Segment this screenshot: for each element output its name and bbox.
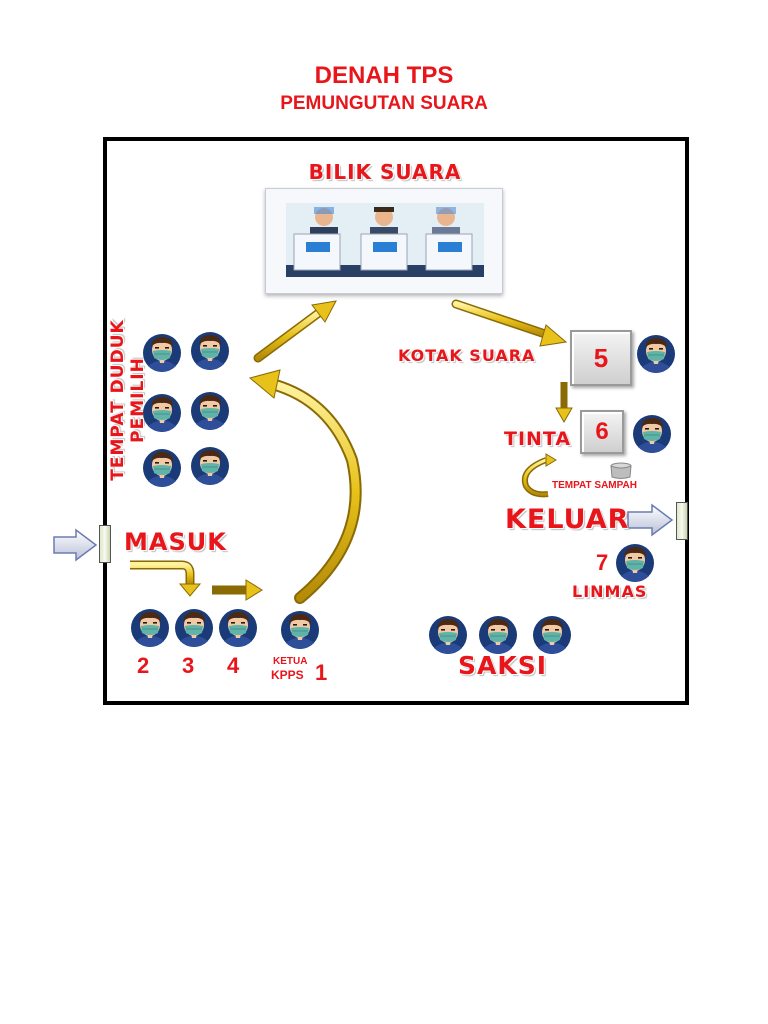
ketua-label: KETUA [273,656,308,667]
arrow-icon [522,453,557,498]
kpps-3-number: 3 [182,653,195,678]
arrow-icon [451,299,568,347]
saksi-label: SAKSI [458,651,548,680]
arrow-icon [555,382,573,424]
kpps-label: KPPS [271,668,304,682]
arrow-icon [212,579,263,601]
arrow-icon [130,560,202,597]
tinta-label: TINTA [504,428,572,450]
ketua-number: 1 [315,660,328,685]
voting-booth-image [265,188,503,294]
keluar-label: KELUAR [505,504,630,535]
kotak-suara-label: KOTAK SUARA [398,346,536,365]
kpps-2-number: 2 [137,653,150,678]
trash-bin-icon [610,462,632,479]
arrow-icon [253,300,337,363]
exit-arrow-icon [627,503,674,537]
arrow-icon [248,369,362,604]
kpps-4-number: 4 [227,653,240,678]
ballot-box-icon: 5 [570,330,632,386]
entry-arrow-icon [53,528,98,562]
ink-box-icon: 6 [580,410,624,454]
tempat-sampah-label: TEMPAT SAMPAH [552,480,637,491]
entry-door-icon [99,525,111,563]
linmas-label: LINMAS [572,582,648,601]
page-subtitle: PEMUNGUTAN SUARA [280,93,488,114]
bilik-suara-label: BILIK SUARA [308,160,462,184]
page-title: DENAH TPS [314,62,454,89]
masuk-label: MASUK [124,528,227,556]
exit-door-icon [676,502,688,540]
linmas-number: 7 [596,550,609,575]
voter-figure [293,207,341,271]
